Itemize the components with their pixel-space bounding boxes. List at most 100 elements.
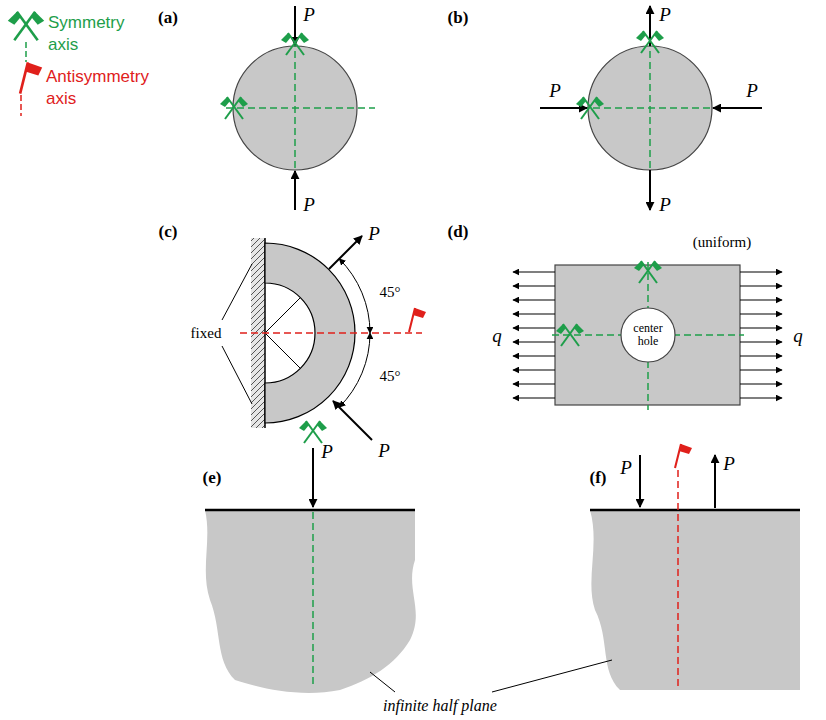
annotation: (uniform) (693, 234, 751, 251)
panel-f (492, 444, 800, 692)
hole-circle: center hole (620, 307, 676, 363)
load-arrow (513, 383, 555, 384)
symmetry-flag (281, 33, 309, 55)
load-arrow (740, 299, 782, 300)
angle-arc (339, 333, 370, 407)
symmetry-flag (299, 421, 327, 443)
load-symbol: P (659, 195, 671, 216)
symmetry-flag (576, 97, 604, 119)
radius-line (265, 333, 300, 368)
angle-arc (339, 259, 370, 333)
panel-label: (d) (448, 223, 469, 242)
load-arrow (740, 327, 782, 328)
symmetry-flag (220, 97, 248, 119)
force-arrow (294, 171, 296, 210)
surface (590, 509, 800, 512)
load-symbol: P (303, 5, 315, 26)
uniform-load (513, 272, 782, 398)
force-arrow (713, 107, 762, 109)
panel-e (205, 421, 416, 693)
panel-label: (b) (448, 9, 469, 28)
antisymmetry-axis (240, 332, 422, 334)
panel-label: (f) (590, 469, 607, 488)
load-arrow (513, 327, 555, 328)
half-plane (205, 510, 416, 693)
force-arrow (540, 107, 587, 109)
legend-text: Antisymmetry axis (46, 66, 164, 110)
load-symbol: P (368, 224, 380, 245)
load-symbol: P (620, 458, 632, 479)
load-arrow (513, 341, 555, 342)
radius-line (265, 298, 300, 333)
force-arrow (639, 455, 641, 507)
symmetry-flag (556, 324, 584, 346)
antisymmetry-flag (20, 62, 42, 93)
load-symbol: P (303, 195, 315, 216)
load-symbol: P (659, 5, 671, 26)
panel-b (540, 6, 762, 210)
panel-c (222, 236, 426, 440)
load-symbol: q (793, 326, 803, 347)
hole-outline (621, 308, 675, 362)
load-arrow (740, 397, 782, 398)
symmetry-flag (8, 12, 44, 41)
force-arrow (649, 170, 651, 210)
symmetry-axis (312, 512, 314, 688)
legend-symbols (8, 12, 44, 116)
load-symbol: P (378, 441, 390, 462)
symmetry-axis (226, 107, 375, 109)
load-arrow (740, 369, 782, 370)
annotation: 45° (380, 368, 401, 385)
symmetry-flag (634, 261, 662, 283)
surface (205, 509, 415, 512)
load-arrow (513, 313, 555, 314)
symmetry-axis (294, 40, 296, 185)
load-arrow (513, 285, 555, 286)
panel-d (513, 261, 782, 410)
load-symbol: q (492, 326, 502, 347)
force-arrow (329, 236, 362, 269)
leader-line (222, 264, 252, 320)
symmetry-axis-sample (25, 42, 27, 62)
panel-a (220, 6, 375, 210)
load-symbol: P (746, 81, 758, 102)
load-arrow (513, 355, 555, 356)
panel-label: (e) (203, 469, 222, 488)
load-symbol: P (549, 81, 561, 102)
symmetry-flag (636, 31, 664, 53)
load-arrow (513, 397, 555, 398)
antisymmetry-axis-sample (20, 95, 22, 116)
load-arrow (740, 271, 782, 272)
load-arrow (740, 355, 782, 356)
load-symbol: P (723, 454, 735, 475)
symmetry-axis (582, 107, 716, 109)
load-arrow (740, 313, 782, 314)
load-arrow (740, 285, 782, 286)
load-arrow (513, 271, 555, 272)
annotation: infinite half plane (383, 697, 497, 715)
load-arrow (513, 299, 555, 300)
force-arrow (312, 448, 314, 507)
force-arrow (333, 401, 372, 440)
half-plane (590, 510, 800, 690)
antisymmetry-flag (409, 308, 426, 332)
panel-label: (c) (159, 223, 178, 242)
load-symbol: P (321, 442, 333, 463)
leader-line (370, 672, 395, 692)
antisymmetry-axis (677, 470, 679, 688)
force-arrow (294, 6, 296, 45)
hole-label: center hole (633, 322, 662, 347)
panel-label: (a) (158, 9, 178, 28)
annotation: 45° (380, 284, 401, 301)
leader-line (492, 660, 612, 692)
legend-text: Symmetry axis (48, 12, 140, 56)
load-arrow (740, 341, 782, 342)
antisymmetry-flag (675, 444, 692, 468)
annotation: fixed (191, 325, 222, 342)
load-arrow (740, 383, 782, 384)
force-arrow (714, 455, 716, 508)
load-arrow (513, 369, 555, 370)
leader-line (222, 346, 252, 404)
